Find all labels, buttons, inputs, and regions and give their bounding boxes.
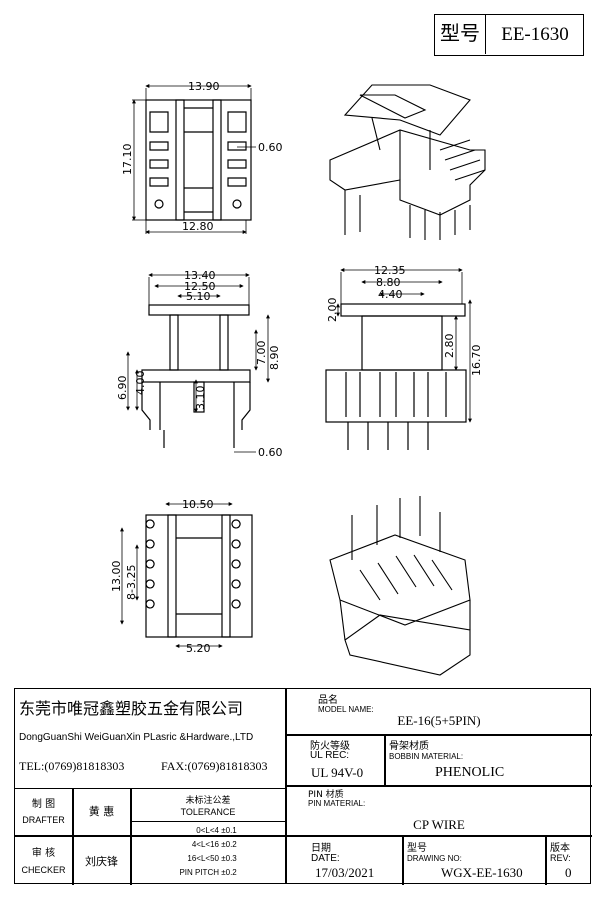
dim-front-h5: 3.10 [194,386,207,411]
checker-label-en: CHECKER [21,865,66,875]
model-name-cn: 品名 [318,695,338,706]
ul-value: UL 94V-0 [311,765,364,780]
ul-label-cn: 防火等级 [310,741,350,752]
header-model-value: EE-1630 [501,24,569,45]
drawing-value: WGX-EE-1630 [441,865,523,880]
tolerance-range: 4<L<16 [191,840,219,849]
dim-front-h1: 8.90 [268,346,281,371]
bottom-view [145,514,253,638]
dim-bottom-w: 10.50 [182,498,214,511]
tolerance-range: PIN PITCH [179,868,219,877]
dim-front-h3: 6.90 [116,376,129,401]
dim-side-h3: 16.70 [470,345,483,377]
dim-bottom-w2: 5.20 [186,642,211,655]
bobbin-label-en: BOBBIN MATERIAL: [389,752,464,761]
tolerance-label-en: TOLERANCE [180,807,236,817]
dim-side-h2: 2.80 [443,334,456,359]
bobbin-value: PHENOLIC [435,765,505,780]
model-name-value: EE-16(5+5PIN) [397,713,481,728]
dim-bottom-h2: 8-3.25 [125,565,138,600]
header-model-label: 型号 [435,15,486,54]
company-cn: 东莞市唯冠鑫塑胶五金有限公司 [19,699,244,718]
side-view [325,303,467,450]
date-value: 17/03/2021 [315,865,375,880]
company-fax: FAX:(0769)81818303 [161,759,268,773]
rev-value: 0 [565,865,572,880]
dim-top-bottom: 12.80 [182,220,214,233]
drawing-label-cn: 型号 [407,843,427,854]
checker-name: 刘庆锋 [85,855,118,868]
title-block: 东莞市唯冠鑫塑胶五金有限公司 DongGuanShi WeiGuanXin PL… [14,688,592,885]
dim-top-width: 13.90 [188,80,220,93]
checker-label-cn: 审 核 [31,848,56,859]
dim-side-w2: 8.80 [376,276,401,289]
top-view [145,99,252,221]
dim-bottom-h1: 13.00 [110,561,123,593]
dim-front-w2: 12.50 [184,280,216,293]
drafter-label-cn: 制 图 [31,799,56,810]
technical-drawing: 13.90 17.10 0.60 12.80 13.40 12.50 [110,80,486,676]
iso-view-bottom [329,496,471,676]
bobbin-label-cn: 骨架材质 [389,741,429,752]
dim-top-height: 17.10 [121,144,134,176]
rev-label-cn: 版本 [550,843,570,854]
tolerance-value: ±0.1 [221,826,237,835]
dim-side-w3: 4.40 [378,288,403,301]
dim-front-pin: 0.60 [258,446,283,459]
pin-label-cn: PIN 材质 [308,790,344,800]
company-en: DongGuanShi WeiGuanXin PLasric &Hardware… [19,732,254,743]
tolerance-value: ±0.3 [221,854,237,863]
dim-top-gap: 0.60 [258,141,283,154]
tolerance-range: 0<L<4 [196,826,219,835]
tolerance-label-cn: 未标注公差 [185,796,231,806]
header-model-box: 型号 EE-1630 [434,14,584,56]
iso-view-top [329,84,486,240]
company-tel: TEL:(0769)81818303 [19,759,125,773]
dim-front-h2: 7.00 [255,341,268,366]
pin-value: CP WIRE [413,817,465,832]
pin-label-en: PIN MATERIAL: [308,799,366,808]
tolerance-value: ±0.2 [221,868,237,877]
dim-side-h1: 2.00 [326,298,339,323]
model-name-en: MODEL NAME: [318,705,374,714]
drawing-label-en: DRAWING NO: [407,854,462,863]
tolerance-range: 16<L<50 [187,854,219,863]
ul-label-en: UL REC: [310,750,350,761]
front-view [141,304,251,448]
date-label-cn: 日期 [311,843,331,854]
tolerance-row: 0<L<4 ±0.1 4<L<16 ±0.2 16<L<50 ±0.3 PIN … [145,826,275,882]
tolerance-value: ±0.2 [221,840,237,849]
rev-label-en: REV: [550,853,571,863]
dim-front-w1: 13.40 [184,269,216,282]
date-label-en: DATE: [311,853,340,864]
drafter-label-en: DRAFTER [22,815,65,825]
drafter-name: 黄 惠 [88,805,115,818]
dim-side-w1: 12.35 [374,264,406,277]
dim-front-w3: 5.10 [186,290,211,303]
dim-front-h4: 4.00 [134,371,147,396]
